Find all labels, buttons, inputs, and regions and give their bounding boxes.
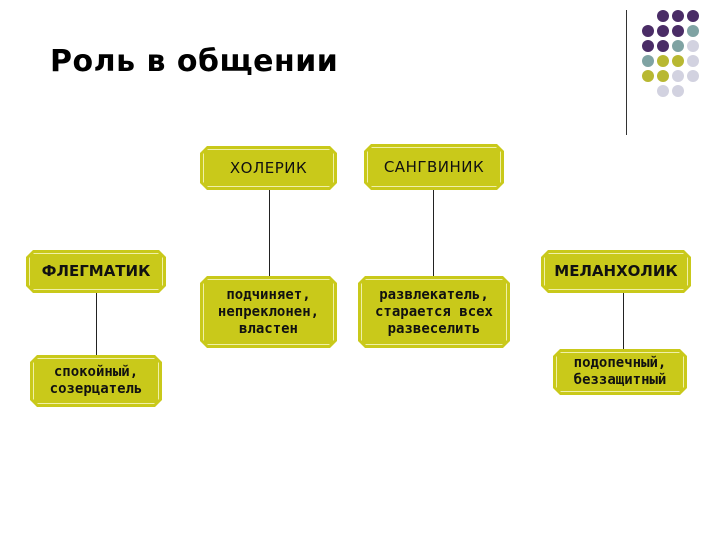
decorative-dot <box>642 40 654 52</box>
decorative-dot <box>672 10 684 22</box>
connector-choleric <box>269 190 270 276</box>
node-phlegmatic: ФЛЕГМАТИК <box>26 250 166 293</box>
decorative-dot <box>657 10 669 22</box>
node-choleric-description: подчиняет, непреклонен, властен <box>200 276 337 348</box>
decorative-dot <box>687 40 699 52</box>
node-melancholic-description: подопечный, беззащитный <box>553 349 687 395</box>
decorative-dot <box>687 70 699 82</box>
decorative-dot <box>642 55 654 67</box>
node-melancholic: МЕЛАНХОЛИК <box>541 250 691 293</box>
node-melancholic-description-text: подопечный, беззащитный <box>574 355 667 389</box>
node-choleric-description-text: подчиняет, непреклонен, властен <box>218 287 319 338</box>
decorative-dot <box>657 55 669 67</box>
decorative-dot <box>657 25 669 37</box>
decorative-dot <box>657 70 669 82</box>
decorative-dot <box>672 70 684 82</box>
node-phlegmatic-label: ФЛЕГМАТИК <box>42 263 151 280</box>
node-phlegmatic-description: спокойный, созерцатель <box>30 355 162 407</box>
node-sanguine-label: САНГВИНИК <box>384 159 484 176</box>
decorative-dot <box>642 25 654 37</box>
node-choleric-label: ХОЛЕРИК <box>230 160 307 177</box>
node-choleric: ХОЛЕРИК <box>200 146 337 190</box>
decorative-dot <box>687 25 699 37</box>
decorative-dot <box>642 70 654 82</box>
connector-phlegmatic <box>96 293 97 355</box>
connector-melancholic <box>623 293 624 349</box>
decorative-dot <box>687 10 699 22</box>
divider-line <box>626 10 627 135</box>
decorative-dot <box>672 55 684 67</box>
node-sanguine-description: развлекатель, старается всех развеселить <box>358 276 510 348</box>
node-sanguine-description-text: развлекатель, старается всех развеселить <box>375 287 493 338</box>
decorative-dot <box>657 85 669 97</box>
decorative-dot <box>687 55 699 67</box>
page-title: Роль в общении <box>50 44 338 79</box>
decorative-dot <box>672 85 684 97</box>
node-sanguine: САНГВИНИК <box>364 144 504 190</box>
connector-sanguine <box>433 190 434 276</box>
node-melancholic-label: МЕЛАНХОЛИК <box>554 263 677 280</box>
decorative-dot <box>657 40 669 52</box>
decorative-dot <box>672 40 684 52</box>
node-phlegmatic-description-text: спокойный, созерцатель <box>50 364 143 398</box>
decorative-dot <box>672 25 684 37</box>
